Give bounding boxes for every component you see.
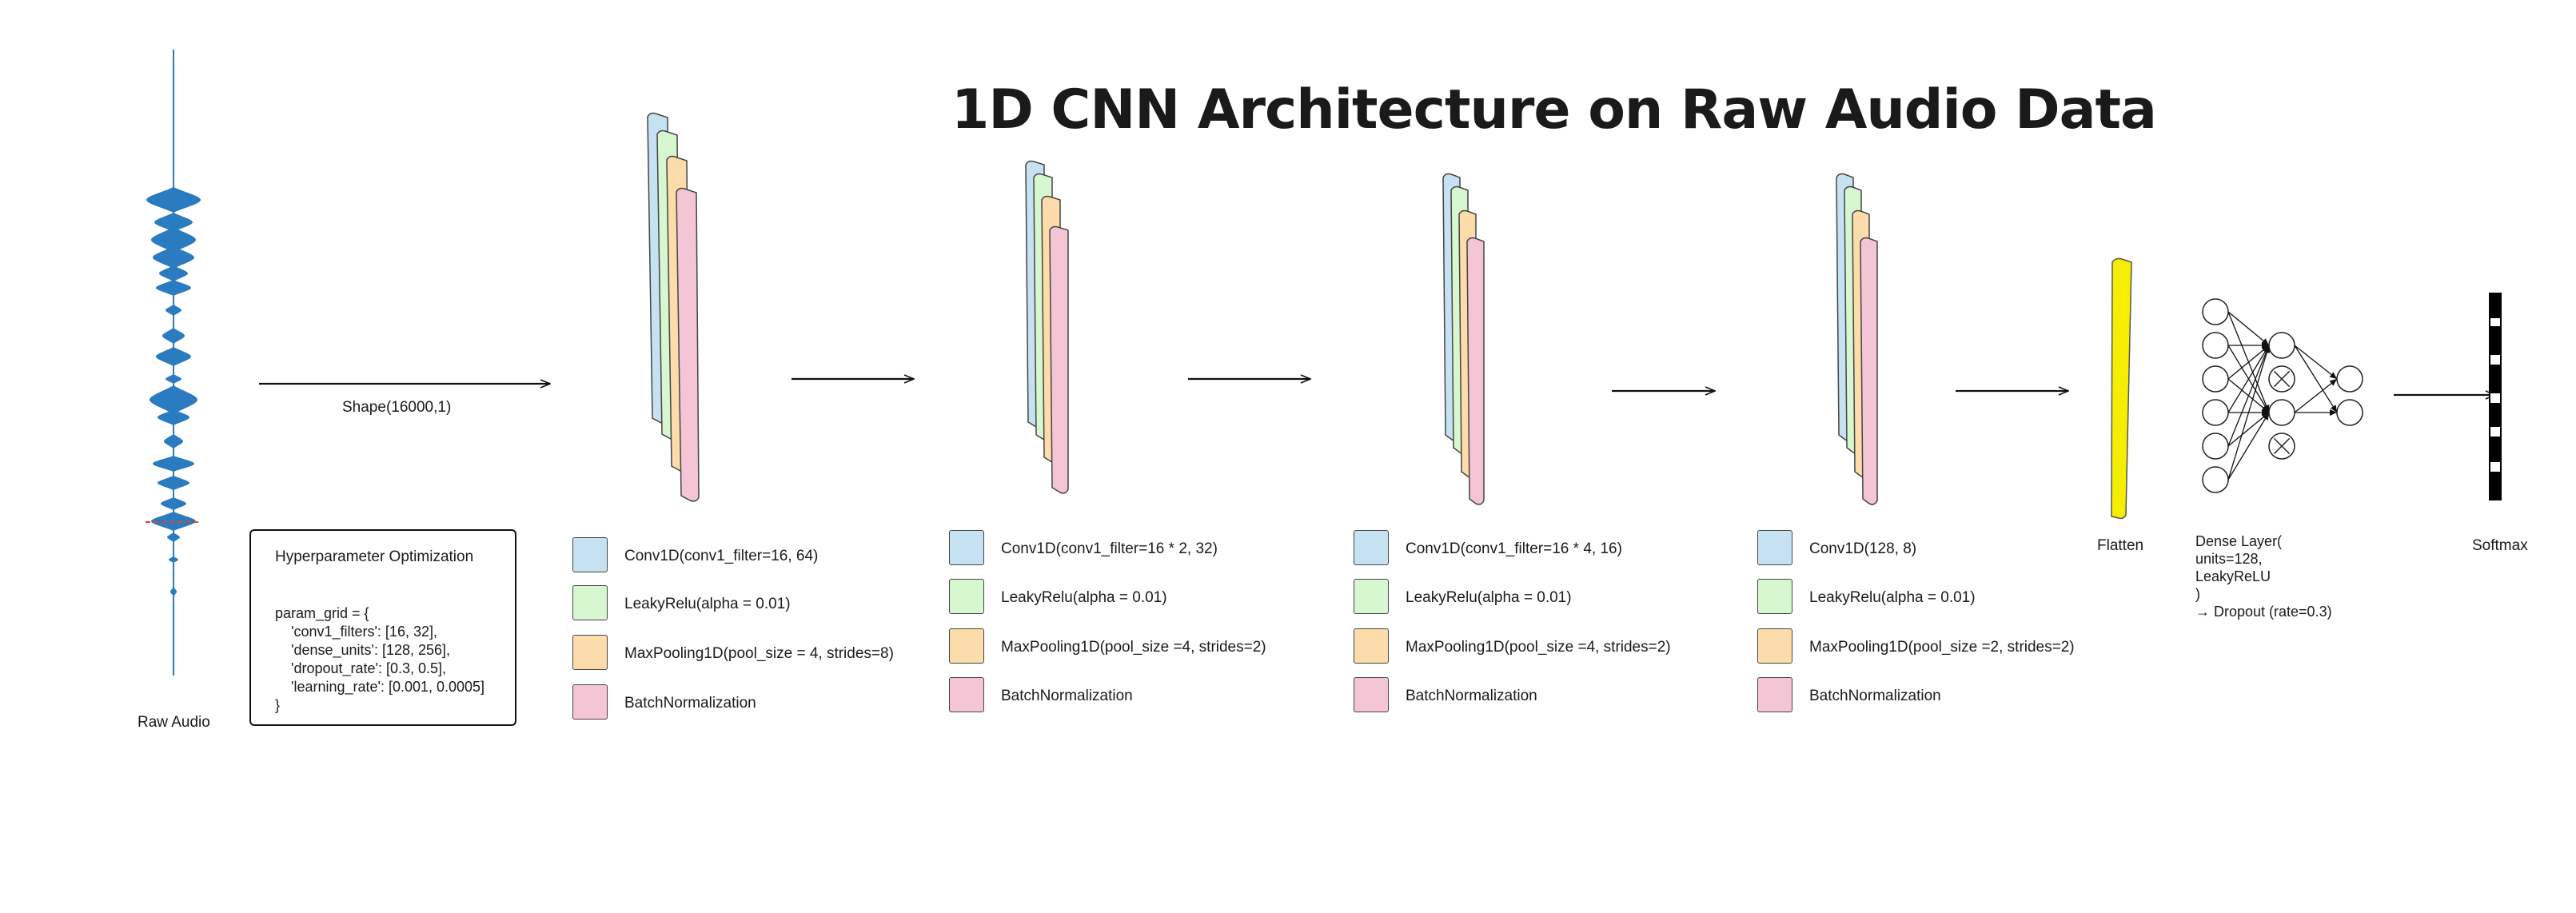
- dense-connection: [2227, 345, 2271, 480]
- flatten-bar: [2111, 257, 2132, 520]
- raw-audio-label: Raw Audio: [138, 714, 210, 731]
- conv-label: Conv1D(conv1_filter=16 * 4, 16): [1406, 540, 1622, 557]
- activation-label: LeakyRelu(alpha = 0.01): [1809, 589, 1976, 606]
- activation-swatch: [1757, 579, 1792, 614]
- dense-connection: [2294, 345, 2338, 413]
- pool-swatch: [1354, 628, 1389, 664]
- waveform-segment: [161, 497, 186, 510]
- dense-connection: [2227, 412, 2270, 480]
- waveform-segment: [158, 476, 189, 490]
- pool-label: MaxPooling1D(pool_size =4, strides=2): [1406, 639, 1671, 656]
- waveform-segment: [167, 532, 180, 542]
- activation-label: LeakyRelu(alpha = 0.01): [624, 596, 791, 612]
- param-grid-code: param_grid = { 'conv1_filters': [16, 32]…: [275, 605, 485, 713]
- conv-swatch: [1757, 530, 1792, 565]
- bn-swatch: [1354, 677, 1389, 712]
- softmax-label: Softmax: [2472, 537, 2528, 554]
- activation-swatch: [949, 579, 984, 614]
- conv-label: Conv1D(128, 8): [1809, 540, 1917, 557]
- page-title: 1D CNN Architecture on Raw Audio Data: [951, 78, 2157, 142]
- bn-label: BatchNormalization: [1406, 688, 1537, 704]
- pool-label: MaxPooling1D(pool_size =2, strides=2): [1809, 639, 2075, 656]
- waveform-segment: [169, 556, 178, 563]
- waveform-segment: [146, 187, 201, 213]
- dense-layer-label: Dense Layer( units=128, LeakyReLU ) → Dr…: [2195, 533, 2332, 620]
- conv-label: Conv1D(conv1_filter=16 * 2, 32): [1001, 540, 1218, 557]
- raw-audio-waveform: [146, 50, 201, 676]
- softmax-bar: [2489, 293, 2502, 500]
- conv-swatch: [1354, 530, 1389, 565]
- layer-stack-3: [1442, 173, 1485, 505]
- hyperparameter-box: Hyperparameter Optimization param_grid =…: [249, 529, 516, 726]
- pool-swatch: [572, 635, 608, 670]
- layer-stack-4: [1836, 173, 1878, 505]
- neuron-node: [2202, 399, 2229, 426]
- waveform-segment: [164, 434, 183, 449]
- neuron-node: [2202, 332, 2229, 359]
- neuron-node: [2202, 298, 2229, 325]
- flow-arrows: [259, 379, 2495, 395]
- neuron-node: [2202, 433, 2229, 460]
- waveform-segment: [170, 587, 177, 596]
- neuron-node: [2268, 332, 2295, 359]
- pool-label: MaxPooling1D(pool_size = 4, strides=8): [624, 645, 894, 662]
- dense-connection: [2227, 311, 2270, 346]
- waveform-segment: [156, 347, 191, 366]
- pool-swatch: [949, 628, 984, 664]
- dense-connection: [2227, 412, 2270, 447]
- waveform-segment: [156, 280, 191, 296]
- layer-stack-1: [647, 112, 700, 502]
- neuron-node: [2202, 365, 2229, 393]
- waveform-segment: [153, 246, 194, 269]
- activation-label: LeakyRelu(alpha = 0.01): [1001, 589, 1167, 606]
- neuron-node: [2336, 399, 2363, 426]
- bn-label: BatchNormalization: [624, 695, 756, 712]
- waveform-segment: [162, 328, 185, 344]
- dense-connection: [2227, 345, 2270, 413]
- bn-swatch: [572, 684, 608, 720]
- waveform-segment: [150, 385, 197, 414]
- pool-swatch: [1757, 628, 1792, 664]
- waveform-segment: [151, 227, 196, 253]
- dense-network: [2202, 298, 2363, 493]
- hyperparameter-title: Hyperparameter Optimization: [275, 548, 474, 565]
- neuron-node: [2336, 365, 2363, 393]
- bn-label: BatchNormalization: [1809, 688, 1941, 704]
- bn-swatch: [949, 677, 984, 712]
- dense-connection: [2294, 378, 2338, 413]
- dropout-cross: [2273, 370, 2291, 388]
- dropout-cross: [2273, 437, 2291, 455]
- dense-connection: [2227, 345, 2270, 447]
- bn-swatch: [1757, 677, 1792, 712]
- waveform-segment: [165, 305, 181, 316]
- waveform-segment: [158, 409, 189, 425]
- neuron-node: [2268, 399, 2295, 426]
- waveform-segment: [165, 374, 181, 384]
- waveform-segment: [153, 456, 194, 472]
- bn-label: BatchNormalization: [1001, 688, 1133, 704]
- waveform-segment: [159, 265, 188, 281]
- dense-connection: [2227, 345, 2270, 380]
- activation-swatch: [572, 585, 608, 620]
- activation-label: LeakyRelu(alpha = 0.01): [1406, 589, 1572, 606]
- layer-stack-2: [1025, 160, 1069, 494]
- waveform-segment: [154, 213, 193, 232]
- shape-label: Shape(16000,1): [342, 399, 452, 416]
- conv-label: Conv1D(conv1_filter=16, 64): [624, 548, 819, 564]
- conv-swatch: [572, 537, 608, 572]
- pool-label: MaxPooling1D(pool_size =4, strides=2): [1001, 639, 1266, 656]
- activation-swatch: [1354, 579, 1389, 614]
- neuron-node: [2202, 466, 2229, 493]
- dense-connection: [2294, 345, 2338, 380]
- flatten-label: Flatten: [2097, 537, 2144, 554]
- conv-swatch: [949, 530, 984, 565]
